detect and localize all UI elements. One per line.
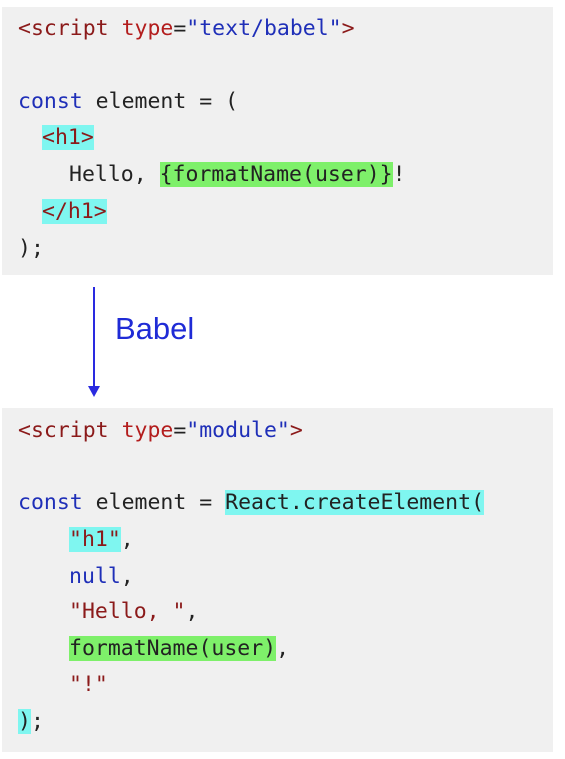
code-line-null-arg: null, xyxy=(69,564,134,590)
code-line-h1-close: </h1> xyxy=(42,199,107,225)
h1-string-arg: "h1" xyxy=(69,527,121,552)
comma-token: , xyxy=(276,636,290,661)
h1-open-tag: <h1> xyxy=(42,125,94,150)
tag-close-token: > xyxy=(341,16,355,41)
code-line-exclamation-arg: "!" xyxy=(69,672,108,698)
code-line-hello: Hello, {formatName(user)}! xyxy=(69,162,406,188)
code-line-const: const element = React.createElement( xyxy=(18,490,485,516)
code-line-format-name-arg: formatName(user), xyxy=(69,636,289,662)
arrow-down-icon xyxy=(88,386,100,397)
hello-text: Hello, xyxy=(69,162,160,187)
comma-token: , xyxy=(185,599,199,624)
comma-token: , xyxy=(120,527,134,552)
code-line-close-paren: ); xyxy=(18,236,44,262)
format-name-call: formatName(user) xyxy=(69,636,277,661)
h1-close-tag: </h1> xyxy=(42,199,107,224)
type-attr-token: type xyxy=(121,16,174,41)
code-line-h1-open: <h1> xyxy=(42,125,94,151)
exclamation-string-arg: "!" xyxy=(69,672,108,697)
exclamation-text: ! xyxy=(392,162,406,187)
code-line-close-call: ); xyxy=(18,709,44,735)
hello-string-arg: "Hello, " xyxy=(69,599,186,624)
const-mid: element = xyxy=(82,490,226,515)
comma-token: , xyxy=(120,564,134,589)
compiled-code-block: <script type="module"> const element = R… xyxy=(2,408,553,752)
arrow-line xyxy=(93,287,95,389)
code-line-script-tag: <script type="module"> xyxy=(18,418,303,444)
type-value-token: "text/babel" xyxy=(186,16,342,41)
code-line-hello-arg: "Hello, ", xyxy=(69,599,198,625)
script-open-token: <script xyxy=(18,16,109,41)
close-paren-text: ); xyxy=(18,236,44,261)
code-line-h1-arg: "h1", xyxy=(69,527,134,553)
const-rest: element = ( xyxy=(82,89,239,114)
script-open-token: <script xyxy=(18,418,109,443)
const-keyword: const xyxy=(18,89,83,114)
close-paren-token: ) xyxy=(18,709,31,734)
null-keyword: null xyxy=(69,564,121,589)
equals-token: = xyxy=(173,16,187,41)
type-value-token: "module" xyxy=(186,418,290,443)
babel-label: Babel xyxy=(115,311,195,346)
code-line-script-tag: <script type="text/babel"> xyxy=(18,16,355,42)
equals-token: = xyxy=(173,418,187,443)
code-line-const: const element = ( xyxy=(18,89,238,115)
create-element-call: React.createElement( xyxy=(225,490,485,515)
jsx-source-code-block: <script type="text/babel"> const element… xyxy=(2,7,553,275)
semicolon-token: ; xyxy=(30,709,44,734)
tag-close-token: > xyxy=(289,418,303,443)
const-keyword: const xyxy=(18,490,83,515)
type-attr-token: type xyxy=(121,418,174,443)
format-name-expression: {formatName(user)} xyxy=(159,162,393,187)
